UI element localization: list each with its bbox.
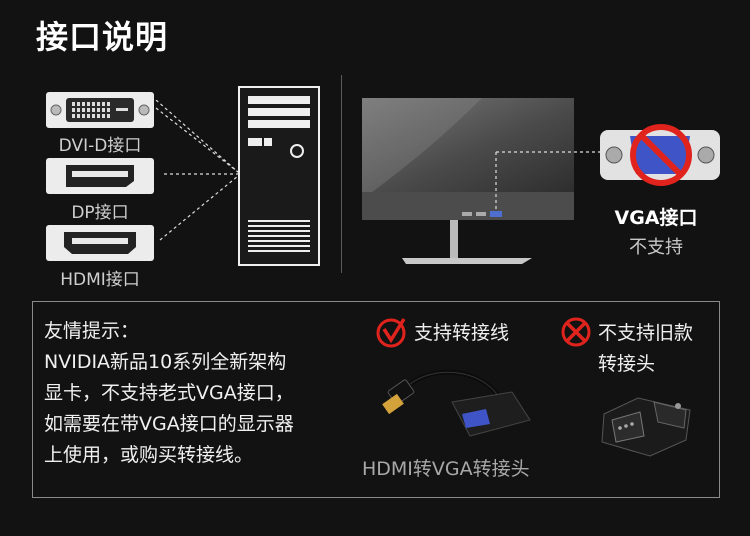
- unsupported-line-2: 转接头: [598, 353, 656, 375]
- displayport-connector-icon: [66, 165, 134, 187]
- hdmi-vga-adapter-image: [380, 362, 540, 456]
- dp-port-label: DP接口: [71, 203, 129, 223]
- tips-line-1: NVIDIA新品10系列全新架构: [44, 351, 287, 373]
- unsupported-line-1: 不支持旧款: [598, 322, 694, 344]
- cross-icon: [560, 316, 592, 352]
- old-adapter-image: [598, 392, 694, 466]
- check-icon: [376, 316, 408, 352]
- hdmi-connector-icon: [64, 232, 136, 254]
- monitor-icon: [362, 98, 574, 264]
- vga-port-status: 不支持: [629, 237, 683, 258]
- tips-line-2: 显卡，不支持老式VGA接口，: [44, 382, 294, 404]
- unsupported-adapter-label: 不支持旧款 转接头: [598, 318, 728, 380]
- pc-tower-image: [238, 86, 320, 270]
- page-title: 接口说明: [36, 18, 169, 56]
- supported-adapter-label: 支持转接线: [414, 322, 510, 344]
- dvi-port-label: DVI-D接口: [58, 136, 142, 156]
- old-adapter-icon: [601, 397, 691, 457]
- vga-prohibited-icon: [600, 124, 720, 186]
- hdmi-port-image: [46, 225, 154, 261]
- dvi-connector-icon: [50, 98, 150, 122]
- vga-port-title: VGA接口: [614, 207, 698, 229]
- vga-port-image: [600, 122, 722, 200]
- pc-tower-icon: [238, 86, 320, 266]
- tips-line-4: 上使用，或购买转接线。: [44, 444, 254, 466]
- supported-adapter-caption: HDMI转VGA转接头: [362, 458, 530, 480]
- monitor-image: [362, 98, 576, 270]
- tips-heading: 友情提示：: [44, 320, 140, 342]
- dvi-port-image: [46, 92, 154, 128]
- tips-text: 友情提示： NVIDIA新品10系列全新架构 显卡，不支持老式VGA接口， 如需…: [44, 316, 354, 471]
- dp-port-image: [46, 158, 154, 194]
- hdmi-port-label: HDMI接口: [60, 270, 140, 290]
- connection-lines: [155, 100, 239, 241]
- tips-panel: [32, 301, 720, 498]
- section-divider: [341, 75, 342, 273]
- hdmi-vga-adapter-icon: [382, 369, 531, 437]
- tips-line-3: 如需要在带VGA接口的显示器: [44, 413, 294, 435]
- vga-connection-line: [495, 151, 600, 212]
